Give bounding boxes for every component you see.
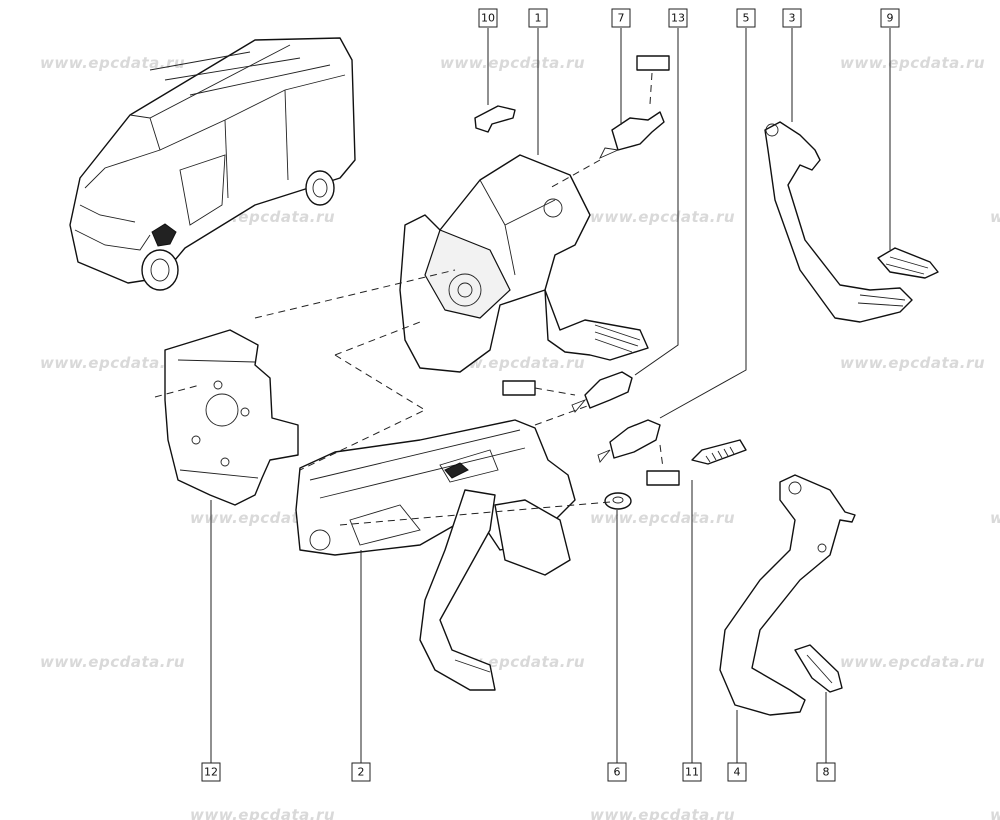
callout-10: 10 (478, 8, 498, 28)
watermark-text: www.epcdata.ru (840, 354, 985, 372)
callout-7-label: 7 (618, 12, 625, 25)
pedal-bracket-part-2 (295, 419, 576, 691)
callout-12: 12 (201, 762, 221, 782)
callout-10-label: 10 (481, 12, 495, 25)
pedal-pad-part-9 (877, 247, 939, 279)
watermark-text: www.epcdata.ru (190, 806, 335, 820)
van-illustration (69, 37, 356, 291)
callout-3-label: 3 (789, 12, 796, 25)
watermark-text: www.epcdata.ru (840, 653, 985, 671)
bushing-part-6 (604, 492, 632, 510)
clip-part-10 (474, 105, 516, 133)
watermark-text: www.epcdata.ru (40, 653, 185, 671)
callout-9: 9 (880, 8, 900, 28)
watermark-text: www.epcdata.ru (590, 806, 735, 820)
callout-6: 6 (607, 762, 627, 782)
leader-lines (210, 28, 891, 763)
pedal-pad-part-8 (794, 644, 843, 693)
watermark-text: www.epcdata.ru (440, 54, 585, 72)
callout-4: 4 (727, 762, 747, 782)
watermark-layer: www.epcdata.ru www.epcdata.ru www.epcdata.… (40, 54, 1000, 820)
callout-3: 3 (782, 8, 802, 28)
callout-12-label: 12 (204, 766, 218, 779)
pedal-bracket-part-1 (399, 154, 649, 373)
callout-8-label: 8 (823, 766, 830, 779)
switch-part-13 (502, 371, 633, 413)
callout-13-label: 13 (671, 12, 685, 25)
callout-layer: 10 1 7 13 5 3 9 12 (201, 8, 900, 782)
callout-2-label: 2 (358, 766, 365, 779)
watermark-text: www.epcdata.ru (990, 208, 1000, 226)
watermark-text: www.epcdata.ru (840, 54, 985, 72)
callout-8: 8 (816, 762, 836, 782)
switch-part-7 (599, 55, 670, 159)
callout-13: 13 (668, 8, 688, 28)
callout-5: 5 (736, 8, 756, 28)
callout-1-label: 1 (535, 12, 542, 25)
spring-part-11 (691, 439, 747, 465)
watermark-text: www.epcdata.ru (590, 208, 735, 226)
watermark-text: www.epcdata.ru (990, 806, 1000, 820)
callout-7: 7 (611, 8, 631, 28)
pedal-part-3 (764, 121, 913, 323)
callout-11: 11 (682, 762, 702, 782)
callout-2: 2 (351, 762, 371, 782)
watermark-text: www.epcdata.ru (40, 354, 185, 372)
callout-6-label: 6 (614, 766, 621, 779)
assembly-lines (154, 72, 664, 526)
callout-1: 1 (528, 8, 548, 28)
callout-5-label: 5 (743, 12, 750, 25)
pedal-part-4 (719, 474, 856, 716)
callout-4-label: 4 (734, 766, 741, 779)
watermark-text: www.epcdata.ru (40, 54, 185, 72)
watermark-text: www.epcdata.ru (990, 509, 1000, 527)
switch-part-5 (597, 419, 680, 486)
watermark-text: www.epcdata.ru (590, 509, 735, 527)
heat-shield-part-12 (164, 329, 299, 506)
callout-11-label: 11 (685, 766, 699, 779)
callout-9-label: 9 (887, 12, 894, 25)
